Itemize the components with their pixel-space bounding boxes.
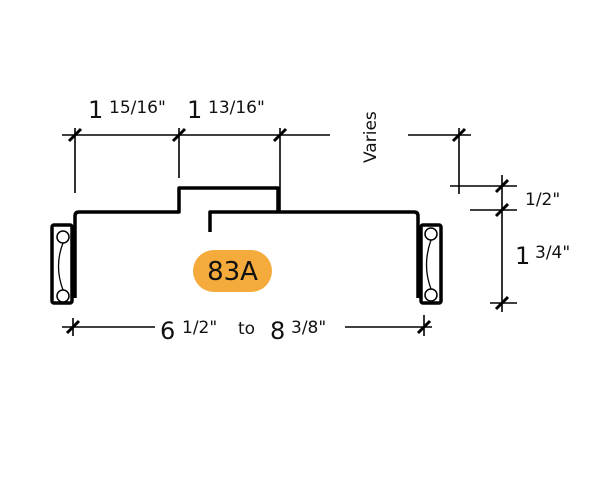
right-anchor-icon	[419, 223, 443, 305]
dim-bottom-min-fraction: 1/2"	[182, 318, 217, 338]
dim-top-left-fraction: 15/16"	[109, 98, 166, 118]
dim-bottom-max-fraction: 3/8"	[291, 318, 326, 338]
top-dimension-line	[62, 127, 330, 212]
left-anchor-icon	[50, 223, 74, 305]
bottom-dimension-line	[62, 315, 432, 336]
dim-bottom-min-whole: 6	[160, 317, 175, 345]
dim-right-large-whole: 1	[515, 242, 530, 270]
dim-right-small: 1/2"	[525, 190, 560, 210]
right-dimension-lines	[408, 127, 517, 312]
dim-right-large-fraction: 3/4"	[535, 243, 570, 263]
dim-bottom-max-whole: 8	[270, 317, 285, 345]
frame-profile	[73, 186, 420, 298]
dim-top-middle-fraction: 13/16"	[208, 98, 265, 118]
dim-varies-label: Varies	[361, 111, 381, 163]
profile-badge: 83A	[193, 250, 272, 292]
profile-label: 83A	[207, 257, 258, 287]
dim-bottom-connector: to	[238, 319, 255, 339]
dim-top-left-whole: 1	[88, 96, 103, 124]
dim-top-middle-whole: 1	[187, 96, 202, 124]
